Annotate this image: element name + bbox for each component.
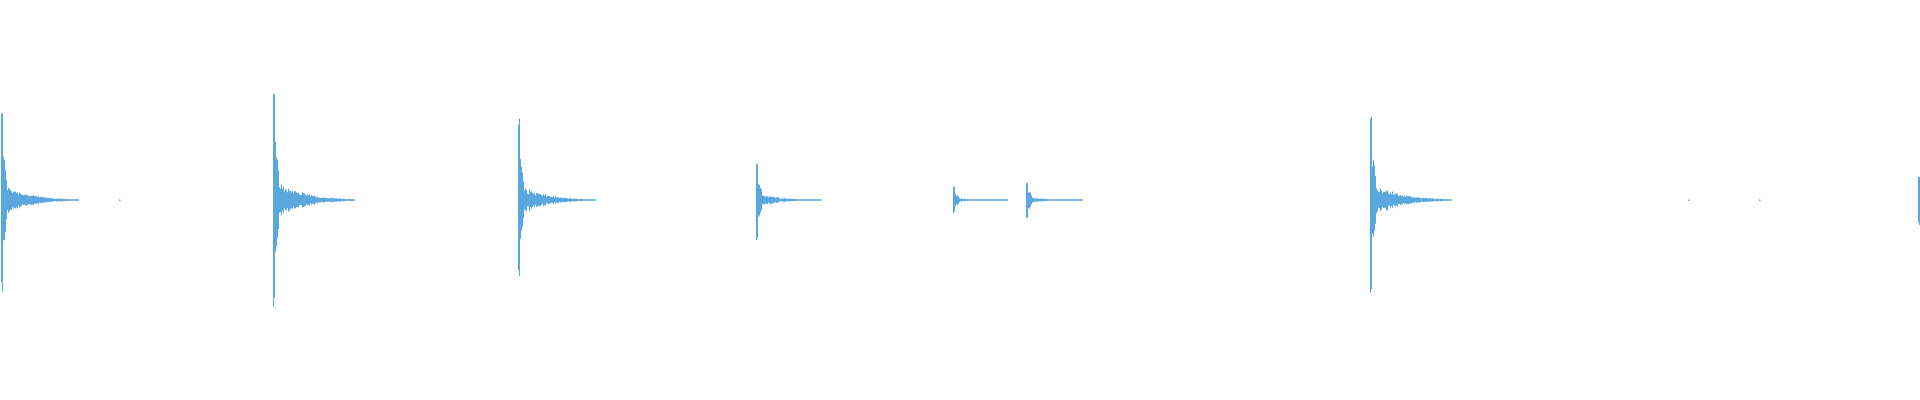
waveform-speck — [1759, 199, 1761, 201]
waveform-transient — [273, 93, 355, 307]
waveform-transient — [1918, 176, 1920, 225]
waveform-transient-path — [273, 93, 355, 307]
waveform-transient-path — [756, 163, 822, 240]
waveform-transient — [953, 186, 1008, 214]
waveform-transient — [518, 118, 596, 276]
waveform-transient-path — [1, 113, 79, 292]
waveform-transient — [1026, 182, 1083, 218]
waveform-transient-path — [518, 118, 596, 276]
waveform-speck — [119, 199, 121, 201]
waveform-transient — [1370, 116, 1452, 293]
waveform-transient — [756, 163, 822, 240]
waveform-transient — [1, 113, 79, 292]
waveform-layer — [1, 93, 1920, 307]
waveform-speck — [1688, 199, 1690, 201]
waveform-transient-path — [1026, 182, 1083, 218]
waveform-transient-path — [953, 186, 1008, 214]
waveform-transient-path — [1918, 176, 1920, 225]
waveform-transient-path — [1370, 116, 1452, 293]
